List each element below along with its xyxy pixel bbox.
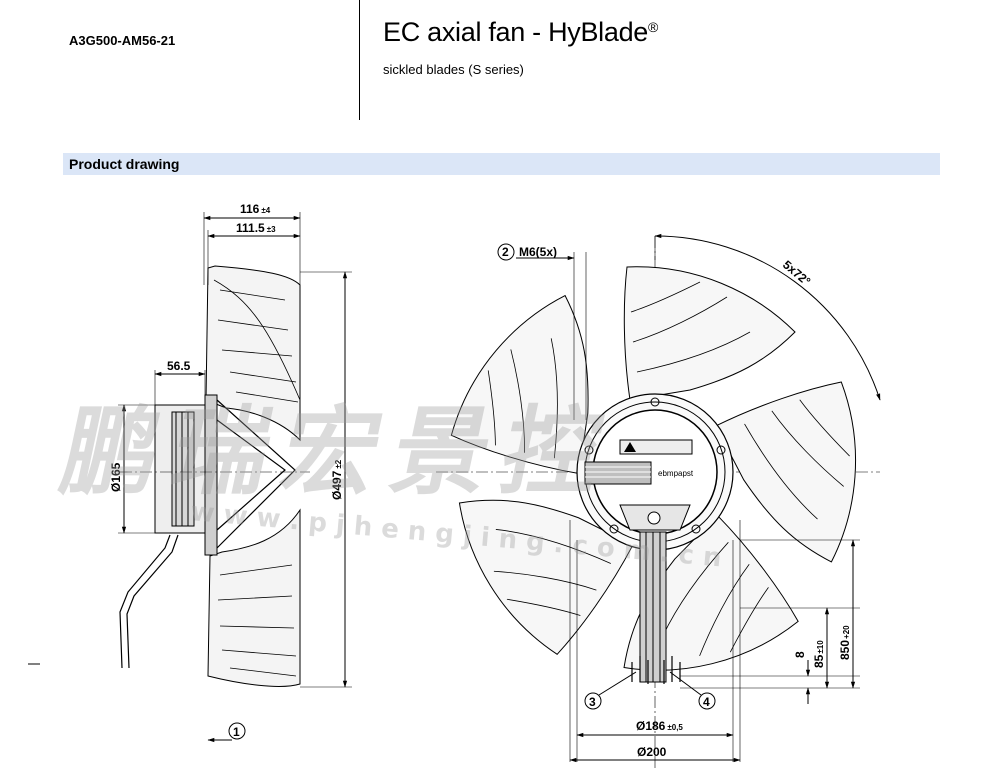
mounting-hole	[716, 445, 726, 455]
side-rotor-plate	[204, 394, 218, 556]
thread-label: M6(5x)	[519, 245, 557, 259]
dim-116: 116±4	[240, 202, 271, 216]
section-title: Product drawing	[69, 156, 180, 172]
product-title: EC axial fan - HyBlade®	[383, 17, 658, 48]
hub-warning-label	[619, 439, 693, 455]
angle-arc	[654, 233, 881, 401]
front-view	[436, 233, 881, 770]
model-number: A3G500-AM56-21	[69, 33, 176, 48]
side-view-labels: 116±4 111.5±3 56.5 Ø165 Ø497±2 1	[109, 202, 344, 739]
product-title-text: EC axial fan - HyBlade	[383, 17, 649, 47]
dim-165: Ø165	[109, 462, 123, 492]
brand-label: ebmpapst	[658, 469, 694, 478]
header-divider	[359, 0, 360, 120]
dim-56: 56.5	[167, 359, 191, 373]
airflow-marker-circle	[228, 722, 246, 740]
dim-200: Ø200	[637, 745, 667, 759]
cable-label-a: 3	[589, 695, 596, 709]
front-blade	[623, 266, 796, 401]
dim-111: 111.5±3	[236, 221, 276, 235]
angle-label: 5x72°	[780, 258, 813, 289]
watermark-chars: 鹏瑞宏景控	[52, 396, 626, 508]
thread-marker: 2	[502, 245, 509, 259]
dim-850: 850+20	[838, 625, 852, 660]
thread-marker-circle	[497, 243, 515, 261]
cable-label-b: 4	[703, 695, 710, 709]
side-hub-arms	[216, 399, 296, 549]
cable-label-circle-b	[698, 692, 716, 710]
dim-497: Ø497±2	[330, 459, 344, 500]
hub-ground-symbol	[647, 511, 661, 525]
front-blade	[458, 499, 634, 655]
front-blade	[450, 294, 589, 475]
side-blade-upper-curve	[213, 279, 301, 401]
dim-85: 85±10	[812, 640, 826, 668]
mounting-hole	[691, 524, 701, 534]
registered-mark: ®	[648, 19, 659, 35]
airflow-marker: 1	[233, 725, 240, 739]
mounting-hole	[609, 524, 619, 534]
section-header: Product drawing	[63, 153, 940, 175]
cable-label-circle-a	[584, 692, 602, 710]
front-cable-ends	[631, 656, 681, 684]
product-subtitle: sickled blades (S series)	[383, 62, 524, 77]
dim-186: Ø186±0,5	[636, 719, 683, 733]
dim-8: 8	[793, 651, 807, 658]
side-cable	[119, 534, 179, 669]
side-blade-lower-detail	[217, 564, 297, 677]
mounting-hole	[584, 445, 594, 455]
side-blade-upper-detail	[217, 289, 299, 403]
side-view	[118, 212, 352, 743]
